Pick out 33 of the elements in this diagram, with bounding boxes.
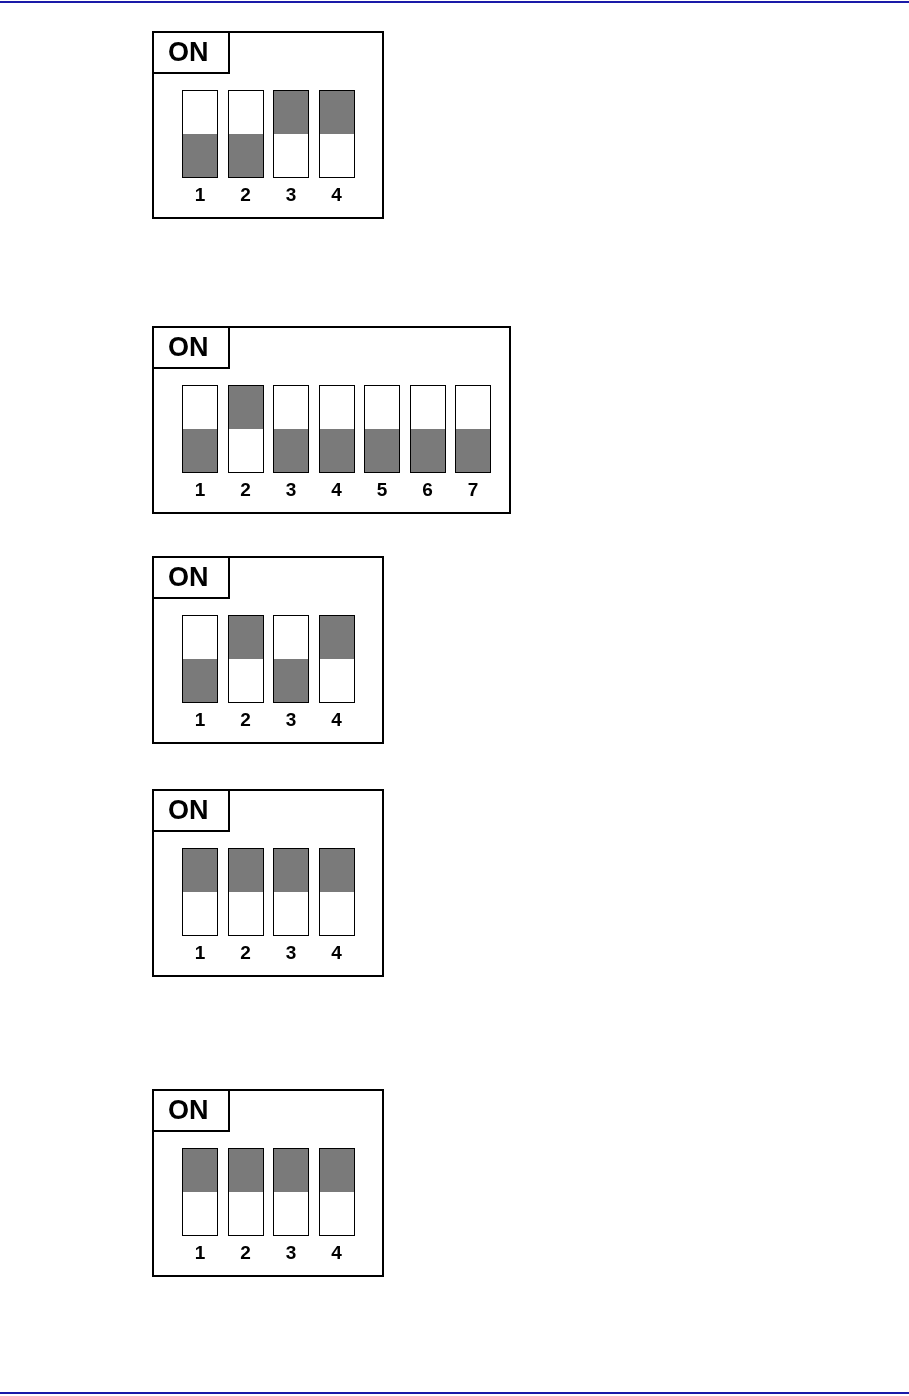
switch-number: 2 <box>239 942 252 964</box>
switch-number: 1 <box>193 184 207 206</box>
switch-number: 1 <box>193 709 207 731</box>
switch-number: 3 <box>284 479 298 501</box>
switch-number: 1 <box>193 1242 207 1264</box>
switch-number: 1 <box>193 479 207 501</box>
switch-number: 4 <box>330 942 343 964</box>
switch-number: 4 <box>330 709 343 731</box>
switch-number: 2 <box>239 709 252 731</box>
switch-number: 2 <box>239 184 252 206</box>
switch-number: 7 <box>466 479 480 501</box>
on-label: ON <box>152 789 230 832</box>
dip-switch-panel <box>152 31 384 219</box>
dip-switch-panel <box>152 789 384 977</box>
dip-switch-panel <box>152 556 384 744</box>
dip-switch-panel <box>152 326 511 514</box>
switch-number: 4 <box>330 479 343 501</box>
switch-number: 4 <box>330 184 343 206</box>
switch-number: 3 <box>284 1242 298 1264</box>
switch-number: 3 <box>284 184 298 206</box>
on-label: ON <box>152 31 230 74</box>
switch-number: 1 <box>193 942 207 964</box>
switch-number: 6 <box>421 479 434 501</box>
dip-switch-panel <box>152 1089 384 1277</box>
on-label: ON <box>152 326 230 369</box>
switch-number: 3 <box>284 942 298 964</box>
on-label: ON <box>152 556 230 599</box>
on-label: ON <box>152 1089 230 1132</box>
switch-number: 2 <box>239 479 252 501</box>
switch-number: 2 <box>239 1242 252 1264</box>
switch-number: 4 <box>330 1242 343 1264</box>
switch-number: 5 <box>375 479 389 501</box>
switch-number: 3 <box>284 709 298 731</box>
